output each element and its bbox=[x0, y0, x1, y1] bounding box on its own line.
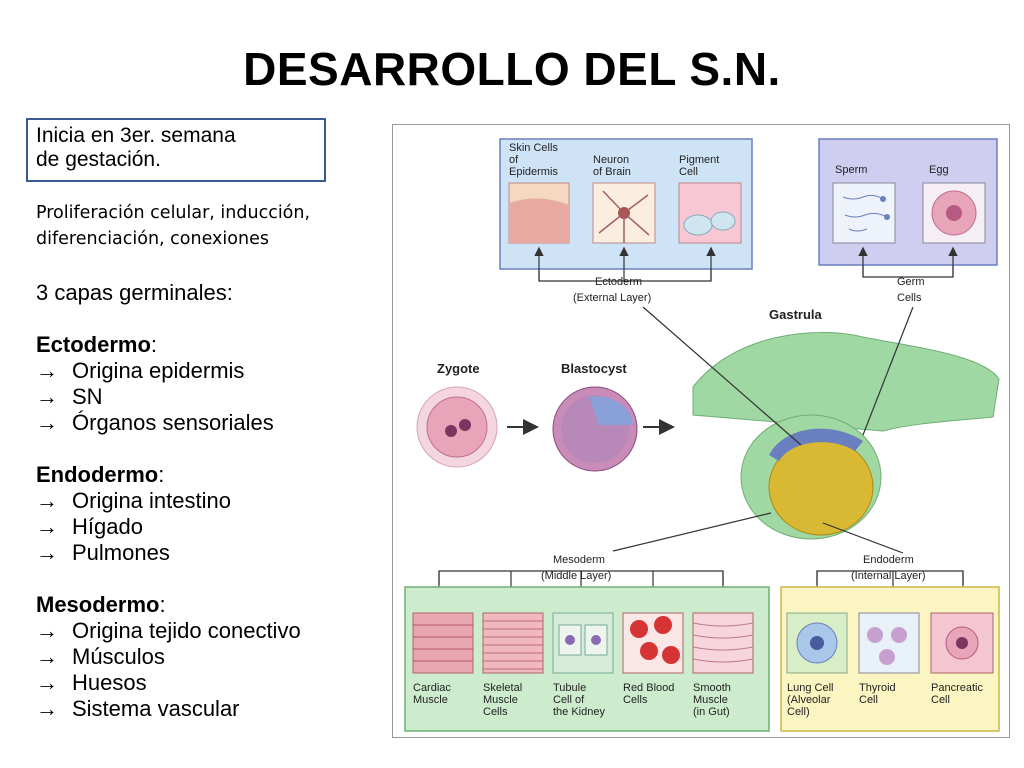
svg-text:Egg: Egg bbox=[929, 164, 949, 176]
arrow-icon: → bbox=[36, 410, 58, 435]
ectoderm-cell-pigment: Pigment Cell bbox=[678, 154, 742, 244]
svg-text:Cell: Cell bbox=[931, 694, 950, 706]
intro-line-1: Inicia en 3er. semana bbox=[36, 124, 236, 147]
mesoderm-cell-skeletal: Skeletal Muscle Cells bbox=[482, 612, 544, 718]
blastocyst-illustration bbox=[552, 386, 638, 472]
arrow-icon: → bbox=[36, 384, 58, 409]
svg-text:the Kidney: the Kidney bbox=[553, 706, 605, 718]
svg-text:Muscle: Muscle bbox=[483, 694, 518, 706]
svg-text:Muscle: Muscle bbox=[413, 694, 448, 706]
list-item: →Hígado bbox=[36, 514, 143, 539]
mesoderm-label: Mesoderm bbox=[553, 554, 605, 566]
process-text: Proliferación celular, inducción, difere… bbox=[36, 200, 396, 252]
list-item: →Huesos bbox=[36, 670, 147, 695]
gastrula-illustration bbox=[692, 331, 1000, 540]
list-item: →Origina epidermis bbox=[36, 358, 245, 383]
mesoderm-cell-smooth: Smooth Muscle (in Gut) bbox=[692, 612, 754, 718]
diagram-svg: Skin Cells of Epidermis Neuron of Brain … bbox=[404, 138, 1000, 732]
ectoderm-cell-neuron: Neuron of Brain bbox=[592, 154, 656, 244]
svg-text:Cell: Cell bbox=[679, 166, 698, 178]
ectoderm-sublabel: (External Layer) bbox=[573, 292, 651, 304]
list-item: →Origina intestino bbox=[36, 488, 231, 513]
arrow-icon: → bbox=[36, 540, 58, 565]
ectoderm-label: Ectoderm bbox=[595, 276, 642, 288]
arrow-icon: → bbox=[36, 644, 58, 669]
zygote-illustration bbox=[416, 386, 498, 468]
section-heading-mesodermo: Mesodermo: bbox=[36, 592, 166, 617]
germ-cell-egg: Egg bbox=[922, 164, 986, 244]
blastocyst-label: Blastocyst bbox=[561, 361, 627, 376]
svg-text:Lung Cell: Lung Cell bbox=[787, 682, 833, 694]
section-heading-endodermo: Endodermo: bbox=[36, 462, 165, 487]
svg-text:Sperm: Sperm bbox=[835, 164, 867, 176]
intro-line-2: de gestación. bbox=[36, 148, 161, 171]
ectoderm-cell-skin: Skin Cells of Epidermis bbox=[508, 142, 570, 244]
mesoderm-cell-red-blood: Red Blood Cells bbox=[622, 612, 684, 706]
svg-text:Neuron: Neuron bbox=[593, 154, 629, 166]
slide-title: DESARROLLO DEL S.N. bbox=[243, 43, 781, 95]
list-item: →Sistema vascular bbox=[36, 696, 240, 721]
svg-text:of Brain: of Brain bbox=[593, 166, 631, 178]
process-line-1: Proliferación celular, inducción, bbox=[36, 203, 311, 223]
intro-text-box: Inicia en 3er. semana de gestación. bbox=[26, 118, 326, 182]
arrow-icon: → bbox=[36, 358, 58, 383]
svg-text:Skeletal: Skeletal bbox=[483, 682, 522, 694]
section-heading-ectodermo: Ectodermo: bbox=[36, 332, 158, 357]
list-item: →Órganos sensoriales bbox=[36, 410, 274, 435]
endoderm-sublabel: (Internal Layer) bbox=[851, 570, 926, 582]
zygote-label: Zygote bbox=[437, 361, 480, 376]
svg-text:Skin Cells: Skin Cells bbox=[509, 142, 558, 154]
list-item: →Pulmones bbox=[36, 540, 170, 565]
mesoderm-sublabel: (Middle Layer) bbox=[541, 570, 611, 582]
svg-text:Epidermis: Epidermis bbox=[509, 166, 558, 178]
list-item: →SN bbox=[36, 384, 103, 409]
endoderm-label: Endoderm bbox=[863, 554, 914, 566]
arrow-icon: → bbox=[36, 488, 58, 513]
endoderm-cell-lung: Lung Cell (Alveolar Cell) bbox=[786, 612, 848, 718]
mesoderm-cell-cardiac: Cardiac Muscle bbox=[412, 612, 474, 706]
svg-text:Cardiac: Cardiac bbox=[413, 682, 451, 694]
svg-text:(in Gut): (in Gut) bbox=[693, 706, 730, 718]
gastrula-label: Gastrula bbox=[769, 307, 823, 322]
arrow-icon: → bbox=[36, 514, 58, 539]
svg-text:Red Blood: Red Blood bbox=[623, 682, 674, 694]
germ-layers-heading: 3 capas germinales: bbox=[36, 280, 233, 305]
svg-text:Cells: Cells bbox=[483, 706, 508, 718]
svg-text:Smooth: Smooth bbox=[693, 682, 731, 694]
svg-text:Cell of: Cell of bbox=[553, 694, 585, 706]
process-line-2: diferenciación, conexiones bbox=[36, 229, 269, 249]
list-item: →Origina tejido conectivo bbox=[36, 618, 301, 643]
arrow-icon: → bbox=[36, 618, 58, 643]
svg-text:Tubule: Tubule bbox=[553, 682, 586, 694]
svg-text:Cell): Cell) bbox=[787, 706, 810, 718]
germ-layer-diagram: Skin Cells of Epidermis Neuron of Brain … bbox=[392, 124, 1010, 738]
germ-layer-list: 3 capas germinales: Ectodermo: →Origina … bbox=[36, 280, 396, 722]
svg-text:Muscle: Muscle bbox=[693, 694, 728, 706]
germ-cell-sperm: Sperm bbox=[832, 164, 896, 244]
arrow-icon: → bbox=[36, 696, 58, 721]
svg-text:Thyroid: Thyroid bbox=[859, 682, 896, 694]
svg-text:of: of bbox=[509, 154, 519, 166]
germ-sublabel: Cells bbox=[897, 292, 922, 304]
germ-label: Germ bbox=[897, 276, 925, 288]
endoderm-cell-pancreatic: Pancreatic Cell bbox=[930, 612, 994, 706]
svg-text:Pigment: Pigment bbox=[679, 154, 719, 166]
list-item: →Músculos bbox=[36, 644, 165, 669]
svg-text:(Alveolar: (Alveolar bbox=[787, 694, 831, 706]
mesoderm-cell-kidney: Tubule Cell of the Kidney bbox=[552, 612, 614, 718]
svg-text:Pancreatic: Pancreatic bbox=[931, 682, 983, 694]
endoderm-cell-thyroid: Thyroid Cell bbox=[858, 612, 920, 706]
svg-text:Cell: Cell bbox=[859, 694, 878, 706]
svg-text:Cells: Cells bbox=[623, 694, 648, 706]
arrow-icon: → bbox=[36, 670, 58, 695]
